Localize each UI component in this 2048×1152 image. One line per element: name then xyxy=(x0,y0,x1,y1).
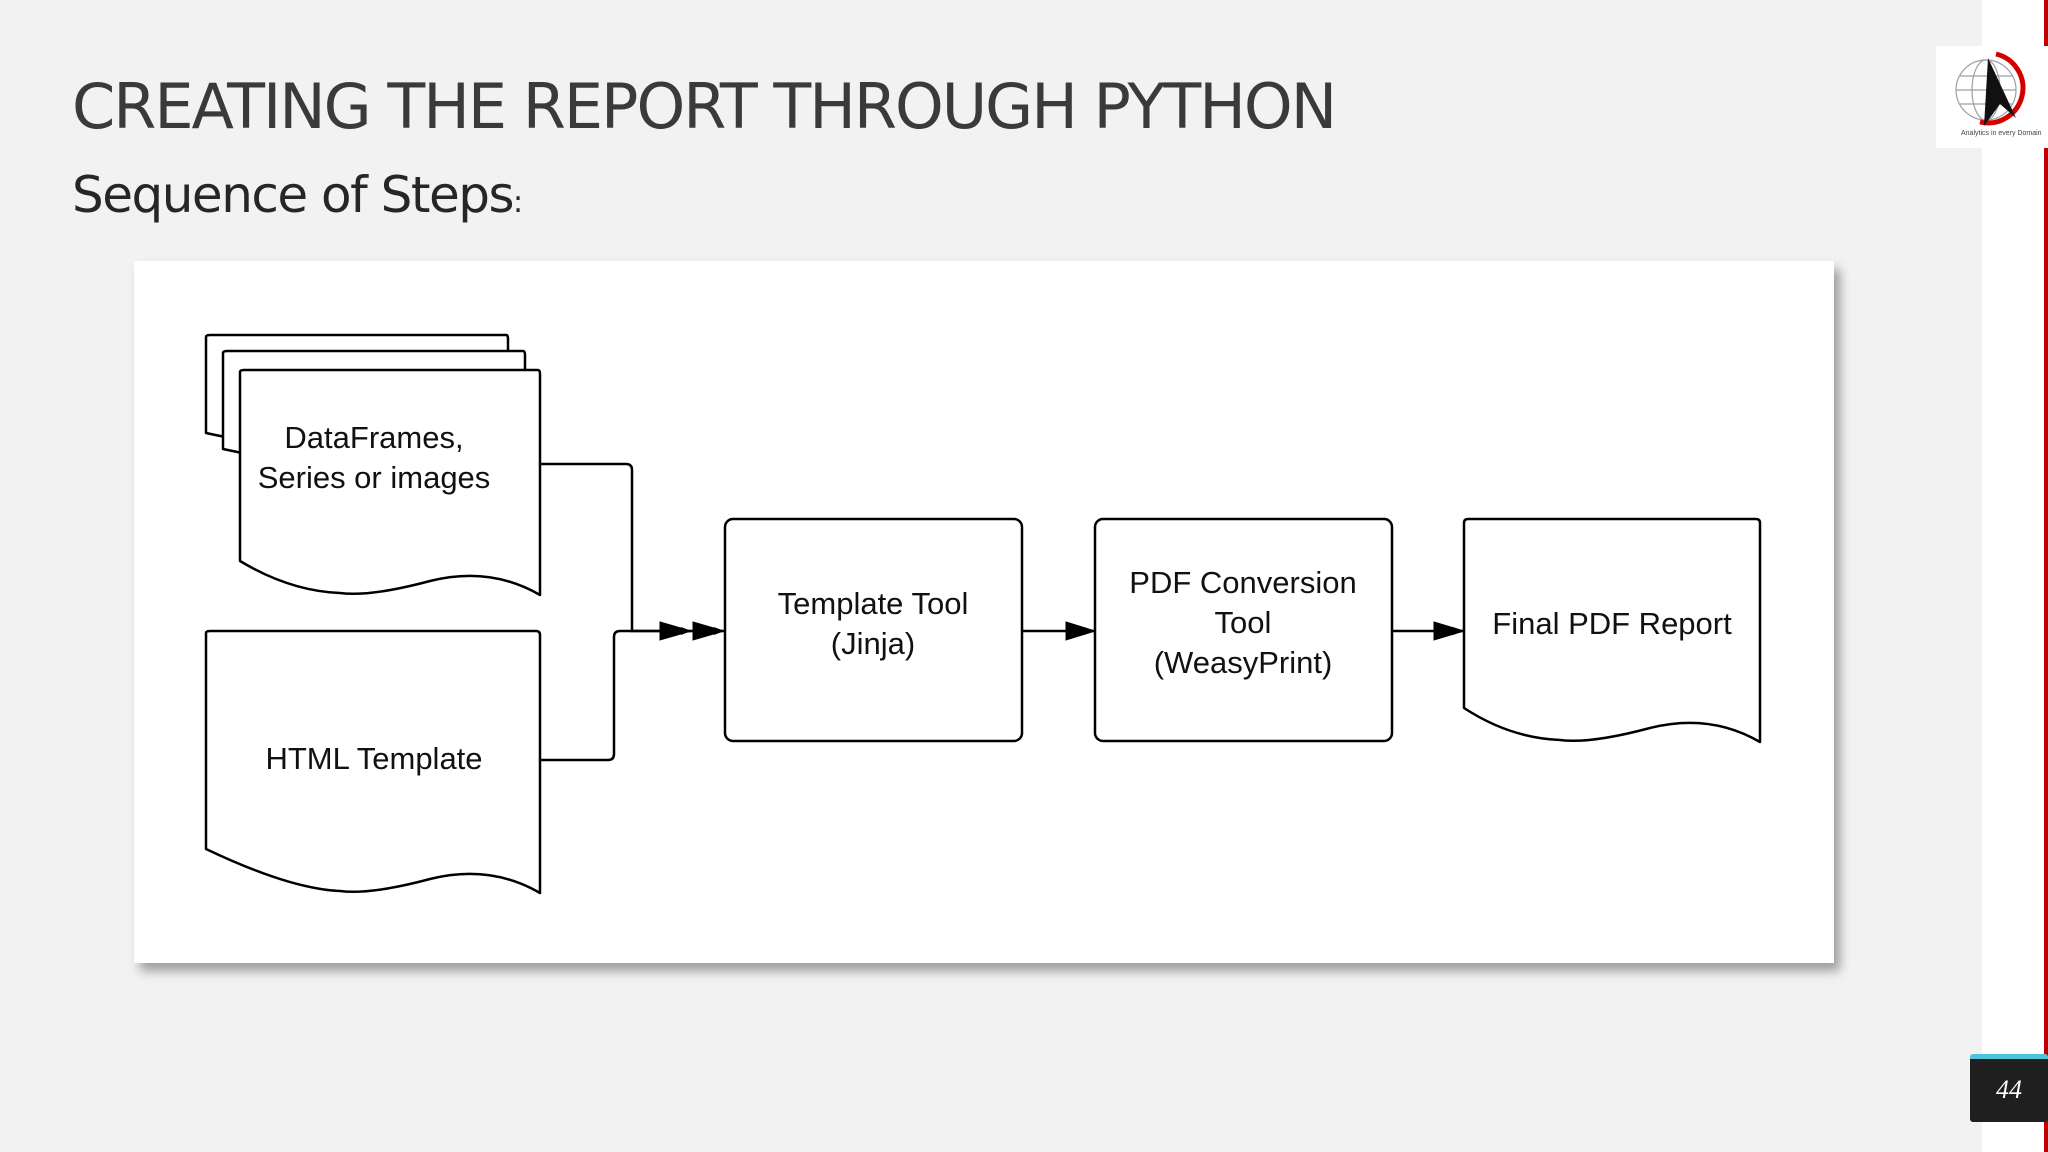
compass-arrow-logo-icon xyxy=(1955,51,2026,126)
subtitle-text: Sequence of Steps xyxy=(72,166,515,224)
inputs-doc-front xyxy=(238,368,542,597)
template-tool-line2: (Jinja) xyxy=(830,626,916,661)
html-template-doc xyxy=(204,629,542,895)
pdf-conversion-line1: PDF Conversion xyxy=(1129,565,1357,600)
template-tool-label: Template Tool (Jinja) xyxy=(778,584,969,664)
right-accent-edge xyxy=(2044,0,2048,1152)
inputs-label-line1: DataFrames, xyxy=(284,420,464,455)
pdf-conversion-line2: Tool xyxy=(1214,605,1272,640)
final-report-label: Final PDF Report xyxy=(1492,606,1732,641)
slide: CREATING THE REPORT THROUGH PYTHON Seque… xyxy=(72,70,1834,963)
arrowhead-html xyxy=(692,621,726,641)
subtitle-colon: : xyxy=(513,185,523,220)
logo-caption: Analytics in every Domain xyxy=(1961,130,2042,137)
template-tool-line1: Template Tool xyxy=(777,586,969,621)
final-report-doc xyxy=(1462,517,1762,744)
page-number-badge: 44 xyxy=(1970,1054,2048,1122)
flow-diagram-canvas xyxy=(204,333,1762,895)
inputs-label-line2: Series or images xyxy=(257,460,491,495)
pdf-conversion-line3: (WeasyPrint) xyxy=(1153,645,1333,680)
slide-title: CREATING THE REPORT THROUGH PYTHON xyxy=(72,70,1337,143)
arrowhead-pdf xyxy=(1065,621,1097,641)
inputs-label: DataFrames, Series or images xyxy=(258,418,491,498)
connector-inputs xyxy=(540,462,691,635)
connector-html xyxy=(540,627,724,762)
flow-diagram: DataFrames, Series or images HTML Templa… xyxy=(134,261,1834,963)
right-sidebar xyxy=(1982,0,2048,1152)
logo: Analytics in every Domain xyxy=(1936,46,2048,148)
pdf-conversion-label: PDF Conversion Tool (WeasyPrint) xyxy=(1129,563,1356,683)
html-template-label: HTML Template xyxy=(265,741,483,776)
slide-subtitle: Sequence of Steps: xyxy=(72,166,523,224)
arrowhead-final xyxy=(1433,621,1466,641)
arrowhead-inputs xyxy=(659,621,693,641)
